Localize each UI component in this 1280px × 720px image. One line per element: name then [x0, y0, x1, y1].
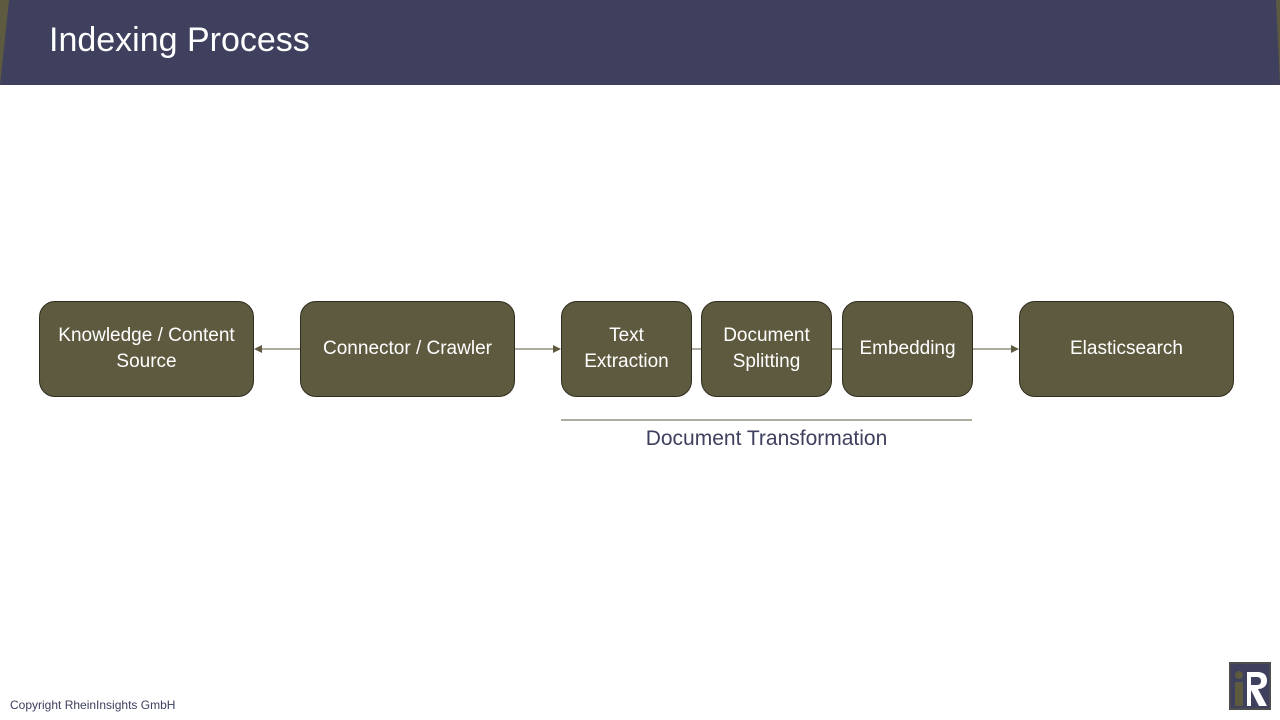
- copyright-text: Copyright RheinInsights GmbH: [10, 698, 176, 712]
- group-label-document-transformation: Document Transformation: [645, 427, 888, 450]
- node-document-splitting: Document Splitting: [701, 301, 832, 397]
- node-label: Document Splitting: [723, 325, 810, 372]
- page-title: Indexing Process: [49, 21, 310, 59]
- node-label: Embedding: [859, 338, 956, 359]
- node-label: Text Extraction: [584, 325, 669, 372]
- node-label: Connector / Crawler: [323, 338, 492, 359]
- node-label: Knowledge / Content Source: [58, 325, 235, 372]
- node-label: Elasticsearch: [1070, 338, 1183, 359]
- node-knowledge-content-source: Knowledge / Content Source: [39, 301, 254, 397]
- rheininsights-logo-icon: [1229, 662, 1271, 710]
- node-text-extraction: Text Extraction: [561, 301, 692, 397]
- header-accent-left: [0, 0, 9, 85]
- header-band: [0, 0, 1280, 85]
- header-accent-right: [1276, 0, 1280, 85]
- node-connector-crawler: Connector / Crawler: [300, 301, 515, 397]
- node-embedding: Embedding: [842, 301, 973, 397]
- node-elasticsearch: Elasticsearch: [1019, 301, 1234, 397]
